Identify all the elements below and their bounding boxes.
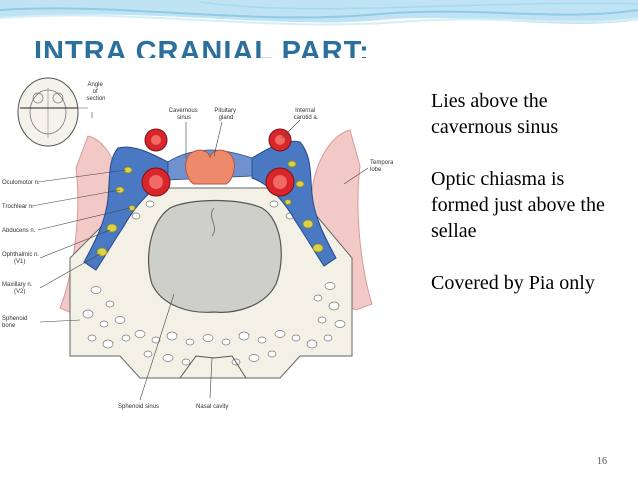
pituitary-gland	[185, 149, 235, 185]
artery-highlight	[151, 135, 161, 145]
artery-highlight	[273, 175, 287, 189]
bullet-list: Lies above the cavernous sinus Optic chi…	[431, 88, 626, 322]
label-angle-of-section: Angle of section	[86, 82, 105, 102]
leader-lines	[31, 112, 369, 401]
label-ophthalmic: Ophthalmic n. (V1)	[2, 252, 41, 265]
label-nasal-cavity: Nasal cavity	[196, 404, 228, 410]
artery-highlight	[149, 175, 163, 189]
page-number: 16	[597, 456, 607, 467]
label-sphenoid-sinus: Sphenoid sinus	[118, 404, 159, 410]
sinus-septum	[210, 207, 216, 237]
sphenoid-sinus	[147, 199, 282, 313]
bullet-item: Optic chiasma is formed just above the s…	[431, 168, 605, 242]
cavernous-sinus-coronal-section-diagram: Angle of section Cavernous sinus Pituita…	[2, 77, 395, 410]
header-wave-decoration	[0, 0, 638, 26]
label-internal-carotid: Internal carotid a.	[294, 108, 319, 121]
bullet-item: Lies above the cavernous sinus	[431, 90, 559, 138]
cranial-nerves-right	[284, 160, 324, 253]
bone-trabeculae	[82, 200, 346, 366]
label-abducens: Abducens n.	[2, 228, 36, 234]
label-sphenoid-bone: Sphenoid bone	[2, 316, 29, 329]
label-temporal-lobe: Tempora lobe	[370, 160, 395, 173]
skull-orientation-inset	[17, 77, 88, 147]
label-cavernous-sinus: Cavernous sinus	[169, 108, 200, 121]
nasal-cavity-outline	[179, 355, 247, 379]
bullet-item: Covered by Pia only	[431, 272, 595, 294]
figure-panel: Angle of section Cavernous sinus Pituita…	[0, 58, 410, 426]
label-trochlear: Trochlear n.	[2, 204, 34, 210]
label-oculomotor: Oculomotor n.	[2, 180, 40, 186]
label-pituitary-gland: Pituitary gland	[214, 108, 237, 121]
label-maxillary: Maxillary n. (V2)	[2, 282, 34, 295]
